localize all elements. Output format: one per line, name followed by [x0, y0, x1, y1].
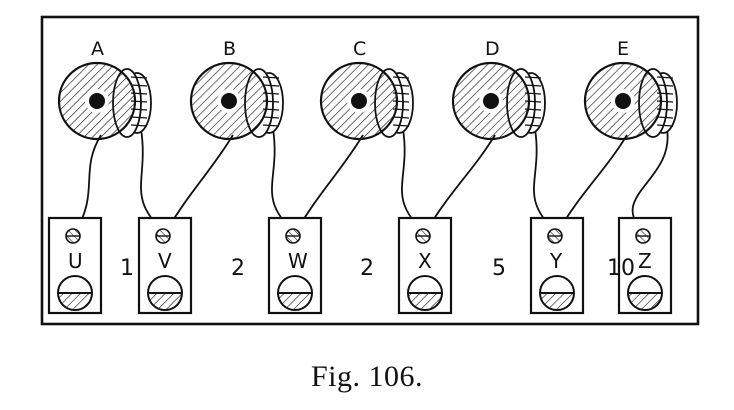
coil-label-c: C — [353, 38, 366, 60]
coil-label-e: E — [617, 38, 629, 60]
terminal-label-z: Z — [638, 249, 652, 273]
resistance-value: 10 — [607, 256, 635, 281]
terminal-y: Y — [529, 216, 585, 315]
terminal-label-u: U — [68, 249, 83, 273]
resistance-value: 2 — [360, 256, 374, 281]
terminal-label-v: V — [158, 249, 172, 273]
terminal-z: Z — [617, 216, 673, 315]
resistance-value: 5 — [492, 256, 506, 281]
terminal-x: X — [397, 216, 453, 315]
coils-group: A B C D E — [57, 38, 678, 141]
terminal-u: U — [47, 216, 103, 315]
terminal-w: W — [267, 216, 323, 315]
coil-d: D — [451, 38, 546, 141]
terminals-group: U V W X Y Z — [47, 216, 673, 315]
coil-label-a: A — [91, 38, 104, 60]
coil-c: C — [319, 38, 414, 141]
base-board — [40, 15, 700, 326]
resistance-value: 2 — [231, 256, 245, 281]
coil-b: B — [189, 38, 284, 141]
resistance-values-group: 1 2 2 5 10 — [120, 256, 635, 281]
terminal-label-w: W — [288, 249, 308, 273]
resistance-value: 1 — [120, 256, 134, 281]
coil-a: A — [57, 38, 152, 141]
terminal-label-x: X — [418, 249, 432, 273]
coil-label-d: D — [485, 38, 500, 60]
coil-e: E — [583, 38, 678, 141]
terminal-v: V — [137, 216, 193, 315]
figure-caption: Fig. 106. — [310, 360, 424, 393]
coil-label-b: B — [223, 38, 236, 60]
terminal-label-y: Y — [549, 249, 563, 273]
